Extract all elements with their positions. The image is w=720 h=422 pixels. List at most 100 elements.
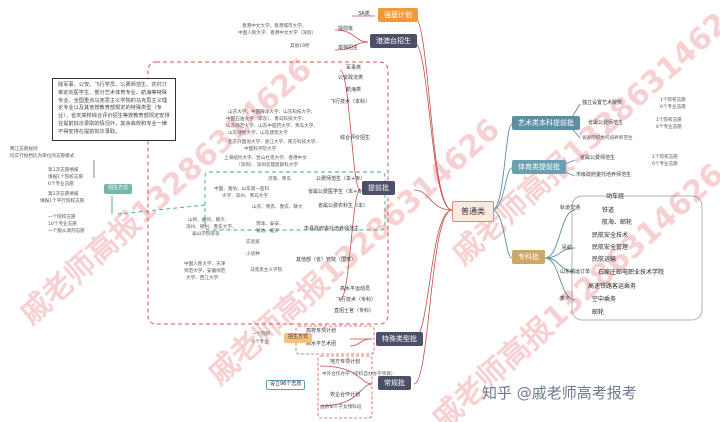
zhuanke-item[interactable]: 动车组 <box>606 193 625 200</box>
branch-changgui[interactable]: 常规批 <box>378 376 411 391</box>
yixue-school: 中国、潍坊、山东第一医科 <box>214 187 270 192</box>
zhuanke-item[interactable]: 石家庄邮电职业技术学院 <box>598 269 665 276</box>
tiqian-item[interactable]: 综合评价招生 <box>340 135 371 141</box>
sport-note: 1个院校志愿 <box>652 155 678 160</box>
branch-gangao[interactable]: 港澳台招生 <box>370 34 417 49</box>
tiqian-item[interactable]: 航海类 <box>346 87 362 93</box>
other-item: 马克思主义学院 <box>250 268 283 273</box>
tiqian-note: 除军事、公安、飞行学员、公费师范生、农村订单定向医学生、部分艺术体育专业、航海等… <box>52 78 176 141</box>
mode-block: 6个专业志愿 <box>48 182 74 187</box>
zonghe-school: 山东大学、中国海洋大学、山东科技大学、 <box>228 110 316 115</box>
zonghe-school: （深圳）、深圳北理莫斯科大学 <box>236 163 299 168</box>
branch-zhuanke[interactable]: 专科批 <box>512 250 545 265</box>
shixian-school: 滨州、德州、鲁东大学、 <box>186 225 237 230</box>
shixian-school: 潍坊、临沂 <box>256 229 279 234</box>
tesu-mode-line: 6个专业 <box>252 340 269 345</box>
art-item[interactable]: 独立设置艺术院校 <box>582 100 623 106</box>
gangao-leaf: 单独招生 <box>338 45 359 51</box>
zhuanke-item[interactable]: 铁道 <box>602 207 615 214</box>
gangao-line: 香港中文大学、香港城市大学、 <box>242 24 307 29</box>
zonghe-school: 上海纽约大学、昆山杜克大学、香港中文 <box>224 156 307 161</box>
art-note: 1个院校志愿 <box>656 118 682 123</box>
yixue-school: 大学、滨州、青岛大学 <box>222 194 268 199</box>
gangao-leaf: 提前批 <box>338 26 354 32</box>
changgui-item[interactable]: 边防军人子女预科班 <box>320 405 362 410</box>
tiqian-item[interactable]: 省属公费医学生（本+专） <box>308 189 368 195</box>
other-item: 师范大学、安徽师范 <box>184 269 226 274</box>
shixian-school: 山师、曲师、聊大、 <box>188 218 230 223</box>
nongke-school: 山农、青农、鲁农、聊大 <box>252 205 303 210</box>
gangao-line: 其他19所 <box>290 44 310 49</box>
changgui-tag: 设立96个志愿 <box>266 380 306 390</box>
shixian-school: 菏泽、泰安、 <box>256 222 284 227</box>
zhuanke-item[interactable]: 民航安全技术 <box>592 232 629 239</box>
tiqian-item[interactable]: 飞行技术（专科） <box>336 297 377 303</box>
tesu-item[interactable]: 高水平艺术团 <box>306 341 337 347</box>
zhuanke-group: 乘务 <box>560 296 571 302</box>
changgui-item[interactable]: 中外合作办学（学校自办办学项目） <box>322 372 396 377</box>
mode-block: 一个院校志愿 <box>48 215 76 220</box>
tiqian-item[interactable]: 省属公费农科生（本） <box>318 203 369 209</box>
zhuanke-item[interactable]: 民航运输 <box>592 256 617 263</box>
art-note: 1个院校志愿 <box>660 98 686 103</box>
author-signature: 知乎 @戚老师高考报考 <box>482 384 637 402</box>
sport-item[interactable]: 省属公费师范生 <box>580 155 616 161</box>
tiqian-item[interactable]: 其他部（省）管院（国家） <box>296 257 357 263</box>
tiqian-item[interactable]: 飞行技术（本科） <box>330 99 371 105</box>
zonghe-school: 北京外国语大学、浙江大学、南方科技大学、 <box>228 140 320 145</box>
mode-block: 第2次志愿填报 <box>48 192 79 197</box>
other-item: 实验班 <box>246 240 260 245</box>
tiqian-item[interactable]: 高水平运动员 <box>340 286 371 292</box>
changgui-item[interactable]: 地方专项计划 <box>330 359 361 365</box>
zhuanke-group: 轨道交通 <box>560 205 581 211</box>
mode-block: 填报1个平行院校志愿 <box>40 199 85 204</box>
tiqian-item[interactable]: 公安政法类 <box>338 75 364 81</box>
other-item: 中国人民大学、天津 <box>184 262 226 267</box>
zhuanke-group: 山东航运订单 <box>560 269 591 275</box>
zhuanke-item[interactable]: 邮轮 <box>592 309 605 316</box>
zonghe-school: 中国科学院大学 <box>244 147 277 152</box>
art-note: 6个专业志愿 <box>660 105 686 110</box>
jihua-leaf: 3A类 <box>358 11 370 17</box>
zhuanke-group: 民航 <box>562 245 573 251</box>
sport-item[interactable]: 市级政府委托培养师范生 <box>576 172 632 178</box>
mode-tag-left[interactable]: 招生方式 <box>104 184 133 194</box>
sport-note: 6个专业志愿 <box>652 162 678 167</box>
tiqian-item[interactable]: 公费师范生（本+专） <box>316 176 366 182</box>
zhuanke-item[interactable]: 空中乘务 <box>592 296 617 303</box>
tiqian-item[interactable]: 直招士官（专科） <box>334 308 375 314</box>
mode-rule: 两江志愿规则 <box>10 147 38 152</box>
tesu-mode-line: 一个院校 <box>252 332 271 337</box>
mode-block: 第1次志愿填报 <box>48 168 79 173</box>
branch-jihua[interactable]: 强基计划 <box>378 8 418 23</box>
tesu-mode-tag[interactable]: 招生方式 <box>284 333 313 343</box>
zhuanke-item[interactable]: 航海、邮轮 <box>602 219 633 226</box>
branch-sport[interactable]: 体育类提前批 <box>512 160 566 175</box>
mode-block: 填报1个院校志愿 <box>48 175 84 180</box>
art-note: 6个专业志愿 <box>656 125 682 130</box>
zhuanke-item[interactable]: 高速铁路客运乘务 <box>588 283 637 290</box>
changgui-item[interactable]: 校企合作计划 <box>330 392 361 398</box>
gangao-line: 中国人民大学、香港中文大学（深圳） <box>238 31 317 36</box>
tesu-item[interactable]: 高校专项计划 <box>306 328 337 334</box>
tiqian-item[interactable]: 军事类 <box>346 65 362 71</box>
art-item[interactable]: 省外院校委托培养师范生 <box>582 136 633 141</box>
branch-tiqian[interactable]: 提前批 <box>362 181 395 196</box>
other-item: 大学、西江大学 <box>186 276 219 281</box>
zhuanke-item[interactable]: 民航安全管理 <box>592 244 629 251</box>
mode-block: 一个服从调剂志愿 <box>48 229 85 234</box>
art-item[interactable]: 省属公费师范生 <box>588 120 624 126</box>
other-item: 小语种 <box>246 252 260 257</box>
shixian-school: 泰山学院等等 <box>192 232 220 237</box>
mode-rule: 均实行投档比为单位的志愿模式 <box>10 154 75 159</box>
root-node[interactable]: 普通类 <box>452 201 494 223</box>
zonghe-school: 山东财经大学、山东建筑大学 <box>228 131 288 136</box>
tiqian-item[interactable]: 市县政府委托培养师范生 <box>304 226 360 232</box>
gongfei-school: 济南、青岛 <box>268 177 291 182</box>
mode-block: 10个专业志愿 <box>48 222 77 227</box>
branch-tesu[interactable]: 特殊类型批 <box>376 332 423 347</box>
zonghe-school: 中国石油大学（华东）、青岛科技大学、 <box>226 117 307 122</box>
zonghe-school: 山东师范大学、山东中医药大学、青岛大学、 <box>226 124 318 129</box>
branch-art[interactable]: 艺术类本科提前批 <box>512 116 580 131</box>
